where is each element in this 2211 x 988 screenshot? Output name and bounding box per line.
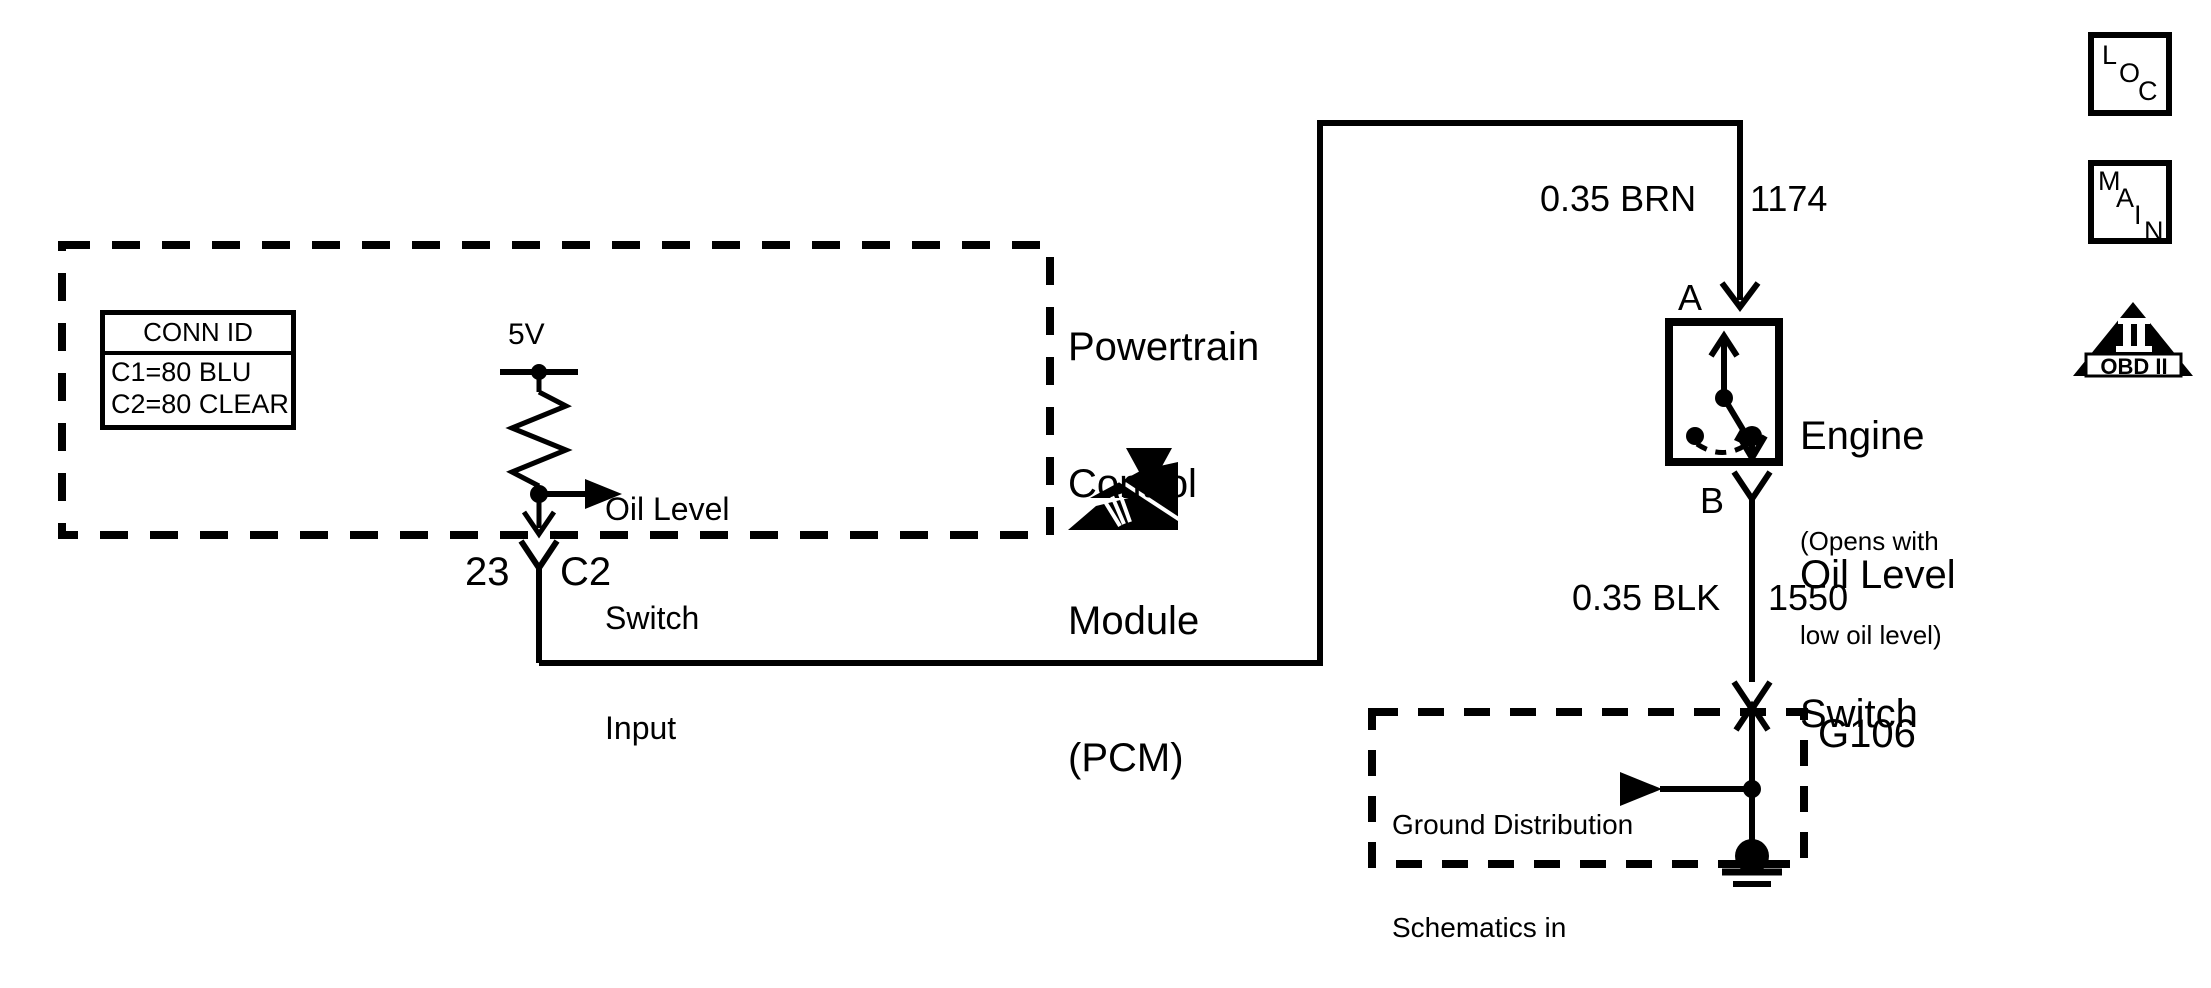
pcm-name-line: Module [1068, 598, 1200, 643]
wire-1550-circuit-number: 1550 [1768, 577, 1849, 618]
pcm-pin-number: 23 [465, 550, 510, 594]
wire-1174-spec: 0.35 BRN [1540, 178, 1697, 219]
main-icon[interactable]: M A I N [2088, 160, 2172, 245]
pcm-connector-id: C2 [560, 550, 612, 594]
main-icon-letters: M A I N [2094, 166, 2166, 245]
conn-id-row: C1=80 BLU [111, 357, 252, 387]
oil-level-switch-input-label: Oil Level Switch Input [605, 418, 730, 819]
loc-letter: O [2119, 58, 2141, 88]
wire-1174-circuit-number: 1174 [1750, 178, 1828, 219]
obd-ii-icon [2073, 302, 2193, 378]
wire-1550-spec: 0.35 BLK [1572, 577, 1721, 618]
switch-note-line: low oil level) [1800, 619, 1942, 650]
pull-up-circuit [500, 364, 622, 539]
supply-voltage-label: 5V [508, 318, 545, 351]
pcm-pin-23-connector [518, 539, 560, 663]
input-label-line: Oil Level [605, 490, 730, 527]
input-label-line: Input [605, 709, 677, 746]
switch-name-block: Engine Oil Level Switch [1800, 320, 1956, 830]
switch-note-line: (Opens with [1800, 526, 1939, 557]
input-label-line: Switch [605, 600, 700, 637]
ground-ref-line: Ground Distribution [1392, 809, 1634, 841]
main-letter: I [2134, 200, 2142, 230]
conn-id-table: CONN ID C1=80 BLU C2=80 CLEAR [100, 310, 296, 430]
ground-distribution-enclosure [1368, 708, 1808, 887]
conn-id-body: C1=80 BLU C2=80 CLEAR [105, 355, 291, 425]
switch-name-line: Switch [1800, 692, 1918, 737]
loc-letter: L [2102, 40, 2118, 70]
main-letter: A [2116, 183, 2135, 213]
pcm-name-line: Control [1068, 461, 1197, 506]
conn-id-row: C2=80 CLEAR [111, 388, 289, 419]
obd-ii-caption: OBD II [2100, 354, 2168, 379]
switch-name-line: Engine [1800, 413, 1925, 458]
signal-wire-path [539, 120, 1761, 666]
ground-ref-line: Schematics in [1392, 911, 1567, 943]
switch-terminal-a-label: A [1678, 277, 1703, 318]
main-letter: N [2144, 216, 2164, 246]
switch-terminal-b-label: B [1700, 480, 1725, 521]
pcm-name-line: Powertrain [1068, 325, 1260, 370]
ground-distribution-reference: Ground Distribution Schematics in Wiring… [1392, 740, 1633, 988]
loc-icon-letters: L O C [2094, 38, 2166, 110]
loc-icon[interactable]: L O C [2088, 32, 2172, 116]
ground-id-label: G106 [1818, 712, 1916, 756]
main-letter: M [2098, 166, 2121, 196]
switch-name-line: Oil Level [1800, 552, 1956, 597]
loc-letter: C [2138, 76, 2158, 106]
pcm-name-line: (PCM) [1068, 735, 1184, 780]
esd-sensitive-icon [1068, 448, 1182, 530]
pcm-name-block: Powertrain Control Module (PCM) [1068, 234, 1259, 872]
pcm-enclosure [58, 241, 1054, 539]
switch-operation-note: (Opens with low oil level) [1800, 464, 1942, 714]
conn-id-header: CONN ID [105, 315, 291, 355]
oil-level-switch-symbol [1665, 318, 1783, 466]
